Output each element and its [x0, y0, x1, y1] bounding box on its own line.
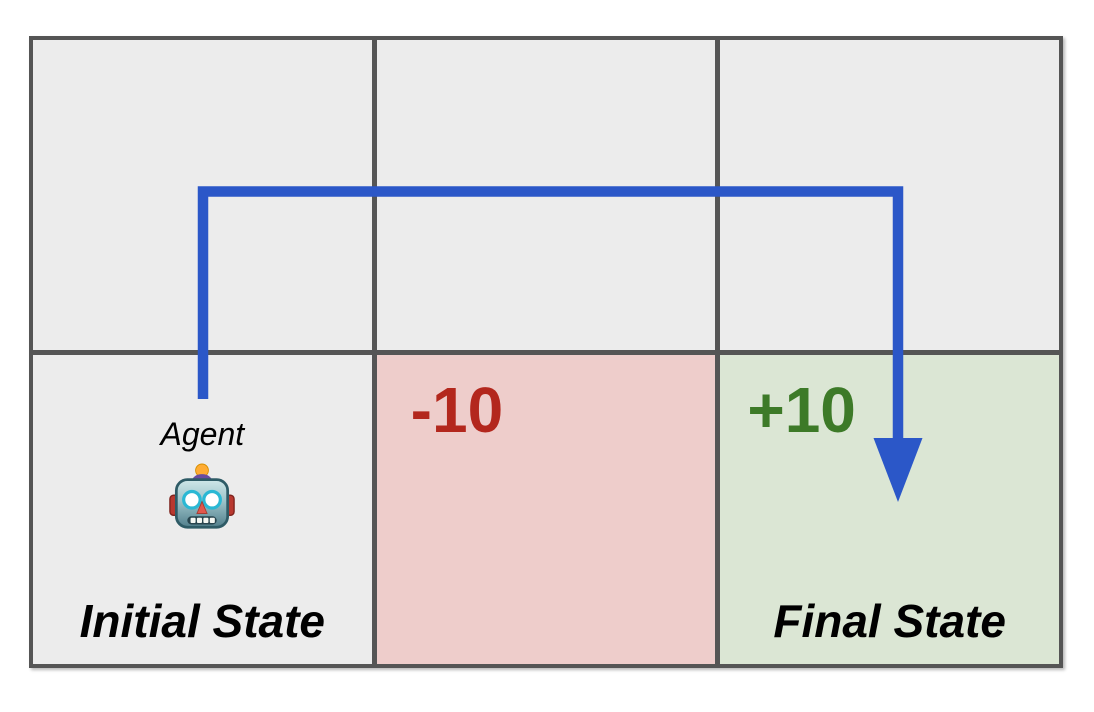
grid-cell-top-left	[33, 40, 372, 350]
final-reward-label: +10	[747, 373, 856, 446]
grid-cell-final-state: +10 Final State	[720, 354, 1059, 664]
agent-label: Agent	[160, 415, 245, 452]
grid-cell-top-middle	[376, 40, 716, 350]
grid-cell-initial-state: Agent	[33, 354, 372, 664]
grid-cell-top-right	[720, 40, 1059, 350]
initial-state-label: Initial State	[79, 595, 326, 647]
penalty-reward-label: -10	[410, 373, 504, 446]
gridworld-grid: Agent	[29, 36, 1063, 668]
final-state-label: Final State	[773, 595, 1006, 647]
robot-face-icon	[169, 463, 236, 529]
grid-cell-penalty: -10	[376, 354, 716, 664]
